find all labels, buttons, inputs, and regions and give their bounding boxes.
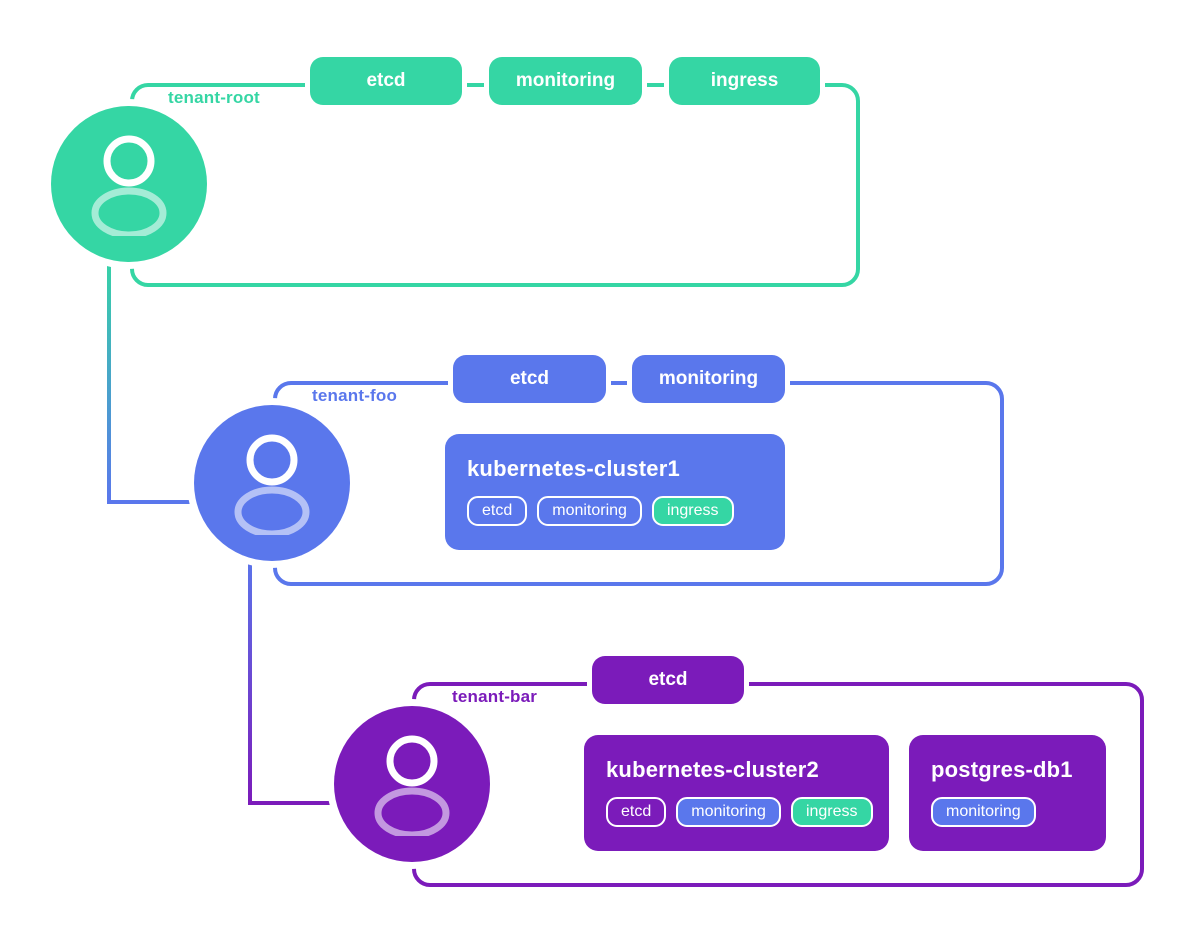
tenant-foo-label: tenant-foo [303,386,407,406]
resource-chip-list: etcd monitoring ingress [606,797,873,827]
tenant-root-avatar[interactable] [51,106,207,262]
tenant-foo-service-etcd[interactable]: etcd [453,355,606,403]
tenant-foo-avatar[interactable] [194,405,350,561]
resource-title: kubernetes-cluster1 [467,456,680,481]
resource-chip-list: etcd monitoring ingress [467,496,763,526]
resource-chip-ingress[interactable]: ingress [790,797,873,827]
tenant-root-service-etcd[interactable]: etcd [310,57,462,105]
resource-chip-monitoring[interactable]: monitoring [931,797,1036,827]
resource-chip-etcd[interactable]: etcd [606,797,667,827]
resource-card-kubernetes-cluster1[interactable]: kubernetes-cluster1 etcd monitoring ingr… [445,434,785,550]
resource-card-postgres-db1[interactable]: postgres-db1 monitoring [909,735,1106,851]
user-avatar-icon [374,735,450,836]
tenant-root-service-ingress[interactable]: ingress [669,57,820,105]
tenant-root-label: tenant-root [159,88,269,108]
tenant-bar-label: tenant-bar [443,687,547,707]
resource-chip-monitoring[interactable]: monitoring [676,797,781,827]
resource-chip-list: monitoring [931,797,1084,827]
resource-title: kubernetes-cluster2 [606,757,819,782]
connector-root-to-foo [107,252,197,504]
connector-foo-to-bar [248,552,338,805]
tenant-bar-service-etcd[interactable]: etcd [592,656,744,704]
resource-title: postgres-db1 [931,757,1073,782]
tenant-root-service-monitoring[interactable]: monitoring [489,57,642,105]
resource-chip-ingress[interactable]: ingress [651,496,734,526]
resource-card-kubernetes-cluster2[interactable]: kubernetes-cluster2 etcd monitoring ingr… [584,735,889,851]
tenant-bar-avatar[interactable] [334,706,490,862]
user-avatar-icon [91,135,167,236]
resource-chip-etcd[interactable]: etcd [467,496,528,526]
tenant-root-container-outline [130,83,860,287]
tenant-foo-service-monitoring[interactable]: monitoring [632,355,785,403]
resource-chip-monitoring[interactable]: monitoring [537,496,642,526]
user-avatar-icon [234,434,310,535]
